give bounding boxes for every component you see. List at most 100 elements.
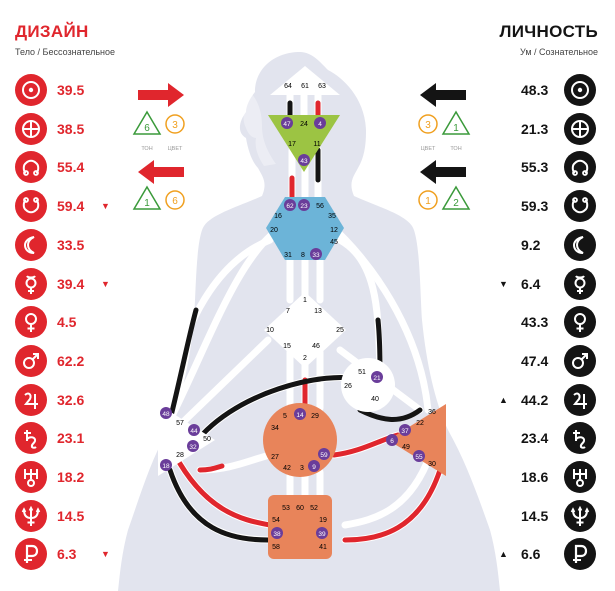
neptune-icon <box>15 499 47 532</box>
gate-label: 15 <box>283 343 291 350</box>
tone-label: ТОН <box>141 146 152 152</box>
design-planet-row: 38.5 <box>15 112 115 146</box>
gate-label: 57 <box>176 420 184 427</box>
design-planet-row: 59.4▼ <box>15 189 115 223</box>
design-title: ДИЗАЙН <box>15 22 89 41</box>
design-planet-row: 33.5 <box>15 228 115 262</box>
sun-icon <box>15 74 47 106</box>
pluto-icon <box>564 538 596 571</box>
saturn-icon <box>15 422 47 455</box>
personality-planet-row: 21.3 <box>495 112 600 146</box>
gate-label: 32 <box>189 444 197 451</box>
personality-planet-row: 48.3 <box>495 73 600 107</box>
design-gate-value: 39.4 <box>57 275 85 292</box>
gate-label: 29 <box>311 413 319 420</box>
gate-label: 53 <box>282 505 290 512</box>
gate-label: 59 <box>320 452 328 459</box>
gate-label: 16 <box>274 213 282 220</box>
mars-icon <box>15 344 47 377</box>
gate-label: 48 <box>162 411 170 418</box>
sun-icon <box>564 74 596 106</box>
gate-label: 34 <box>271 425 279 432</box>
design-gate-value: 14.5 <box>57 507 85 524</box>
gate-label: 20 <box>270 227 278 234</box>
personality-arrow-left-icon <box>420 83 466 107</box>
personality-gate-value: 43.3 <box>521 314 549 331</box>
personality-planet-row: 23.4 <box>495 421 600 455</box>
personality-tone-value: 1 <box>453 123 459 134</box>
gate-label: 31 <box>284 252 292 259</box>
design-gate-value: 59.4 <box>57 198 85 215</box>
ajna-center: 47 24 4 17 11 43 <box>268 115 340 172</box>
gate-label: 28 <box>176 452 184 459</box>
design-planet-row: 18.2 <box>15 460 115 494</box>
gate-label: 33 <box>312 252 320 259</box>
gate-label: 45 <box>330 239 338 246</box>
gate-label: 1 <box>303 297 307 304</box>
gate-label: 10 <box>266 327 274 334</box>
gate-label: 7 <box>286 308 290 315</box>
g-center: 1 7 13 10 25 15 2 46 <box>264 292 346 368</box>
tone-triangle-icon <box>441 185 471 210</box>
gate-label: 60 <box>296 505 304 512</box>
uranus-icon <box>15 461 47 493</box>
personality-planet-row: 55.3 <box>495 150 600 184</box>
venus-icon <box>15 306 47 339</box>
personality-arrow-left-icon <box>420 160 466 184</box>
personality-planet-row: 14.5 <box>495 499 600 533</box>
design-direction-arrow-icon: ▼ <box>101 549 110 560</box>
design-gate-value: 55.4 <box>57 159 85 176</box>
personality-gate-value: 18.6 <box>521 469 549 485</box>
personality-title: ЛИЧНОСТЬ <box>499 22 598 41</box>
gate-label: 21 <box>373 375 381 382</box>
personality-gate-value: 6.6 <box>521 546 541 563</box>
jupiter-icon <box>15 383 47 416</box>
tone-triangle-icon <box>441 110 471 135</box>
gate-label: 49 <box>402 444 410 451</box>
personality-gate-value: 47.4 <box>521 352 549 369</box>
design-planet-row: 62.2 <box>15 344 115 378</box>
personality-gate-value: 59.3 <box>521 198 549 215</box>
moon-icon <box>15 228 47 261</box>
design-gate-value: 38.5 <box>57 120 85 137</box>
pluto-icon <box>15 538 47 571</box>
personality-color-value: 1 <box>425 196 431 207</box>
design-gate-value: 32.6 <box>57 391 85 408</box>
gate-label: 13 <box>314 308 322 315</box>
personality-direction-arrow-icon: ▲ <box>499 394 508 405</box>
gate-label: 41 <box>319 544 327 551</box>
gate-label: 44 <box>190 428 198 435</box>
solar-plexus-center: 36 22 37 6 49 55 30 <box>386 404 446 476</box>
gate-label: 47 <box>283 121 291 128</box>
head-center: 64 61 63 <box>270 66 340 95</box>
gate-label: 55 <box>415 454 423 461</box>
gate-label: 40 <box>371 396 379 403</box>
gate-label: 25 <box>336 327 344 334</box>
gate-label: 52 <box>310 505 318 512</box>
gate-label: 12 <box>330 227 338 234</box>
design-planet-row: 14.5 <box>15 499 115 533</box>
color-label: ЦВЕТ <box>168 146 183 152</box>
gate-label: 36 <box>428 409 436 416</box>
gate-label: 5 <box>283 413 287 420</box>
venus-icon <box>564 306 596 339</box>
gate-label: 6 <box>390 438 394 445</box>
color-circle-icon <box>418 190 438 210</box>
personality-gate-value: 9.2 <box>521 236 541 253</box>
design-planet-row: 39.4▼ <box>15 267 115 301</box>
color-circle-icon <box>418 114 438 134</box>
design-arrow-right-icon <box>138 83 184 107</box>
design-planet-row: 6.3▼ <box>15 537 115 571</box>
design-color-value: 6 <box>172 196 178 207</box>
personality-planet-row: 44.2▲ <box>495 383 600 417</box>
personality-subtitle: Ум / Сознательное <box>520 47 598 57</box>
tone-triangle-icon <box>132 185 162 210</box>
design-gate-value: 62.2 <box>57 352 85 369</box>
design-gate-value: 4.5 <box>57 314 77 331</box>
channels <box>164 91 444 544</box>
gate-label: 42 <box>283 465 291 472</box>
gate-label: 27 <box>271 454 279 461</box>
neptune-icon <box>564 499 596 532</box>
design-gate-value: 18.2 <box>57 469 85 485</box>
